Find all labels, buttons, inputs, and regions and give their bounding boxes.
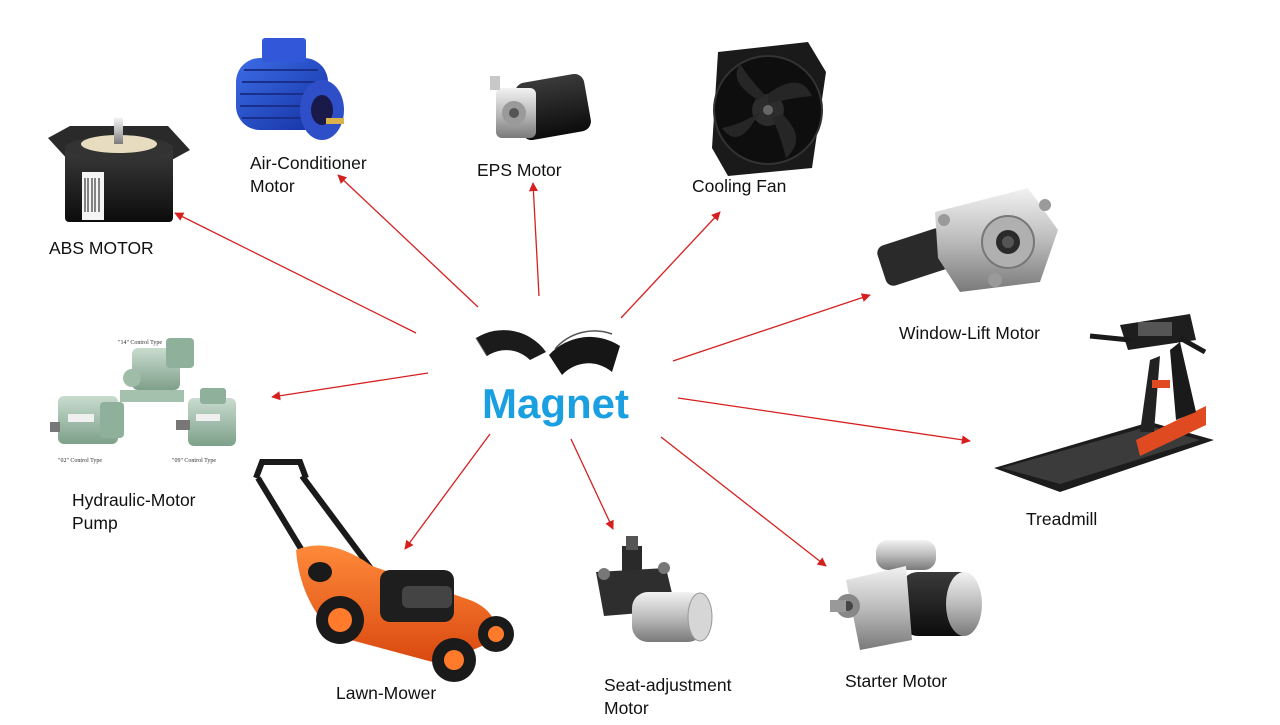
label-ac-motor: Air-Conditioner Motor (250, 152, 367, 198)
label-seat-adjustment-motor: Seat-adjustment Motor (604, 674, 731, 720)
label-line: Seat-adjustment (604, 675, 732, 695)
starter-motor-icon (830, 540, 982, 650)
label-lawn-mower: Lawn-Mower (336, 682, 436, 705)
magnet-segments-icon (475, 330, 620, 375)
label-line: EPS Motor (477, 160, 562, 180)
arrow-to-ac-motor (337, 174, 479, 308)
label-eps-motor: EPS Motor (477, 159, 562, 182)
label-starter-motor: Starter Motor (845, 670, 947, 693)
pump-caption-02: "02" Control Type (58, 458, 102, 464)
label-line: Lawn-Mower (336, 683, 437, 703)
label-line: Treadmill (1026, 509, 1098, 529)
pump-caption-14: "14" Control Type (118, 340, 162, 346)
eps-motor-icon (490, 73, 591, 141)
label-line: ABS MOTOR (49, 238, 154, 258)
pump-caption-09: "09" Control Type (172, 458, 216, 464)
abs-motor-icon (48, 118, 190, 222)
pump-unit-top (120, 338, 194, 402)
label-hydraulic-motor-pump: Hydraulic-Motor Pump (72, 489, 196, 535)
arrow-to-treadmill (677, 397, 971, 445)
label-cooling-fan: Cooling Fan (692, 175, 786, 198)
label-line: Motor (604, 698, 649, 718)
arrow-to-cooling-fan (620, 211, 721, 319)
lawn-mower-icon (253, 459, 514, 682)
arrow-to-starter-motor (660, 436, 827, 567)
arrow-to-abs-motor (174, 212, 417, 334)
pump-unit-right (176, 388, 236, 446)
arrow-to-hydraulic-pump (271, 372, 429, 401)
hydraulic-pump-icon: "14" Control Type "02" Control Type "09"… (50, 338, 236, 464)
seat-motor-icon (596, 536, 713, 642)
arrow-to-seat-motor (570, 438, 614, 530)
window-lift-motor-icon (877, 188, 1058, 292)
pump-unit-left (50, 396, 124, 444)
arrow-to-window-lift (672, 293, 871, 362)
arrows (174, 174, 971, 567)
ac-motor-icon (236, 38, 344, 140)
label-line: Cooling Fan (692, 176, 787, 196)
label-line: Starter Motor (845, 671, 948, 691)
label-line: Air-Conditioner (250, 153, 367, 173)
label-abs-motor: ABS MOTOR (49, 237, 154, 260)
label-line: Hydraulic-Motor (72, 490, 196, 510)
cooling-fan-icon (712, 42, 826, 176)
label-treadmill: Treadmill (1026, 508, 1097, 531)
label-window-lift-motor: Window-Lift Motor (899, 322, 1040, 345)
arrow-to-lawn-mower (404, 433, 491, 550)
arrow-to-eps-motor (528, 182, 540, 297)
treadmill-icon (994, 314, 1214, 492)
diagram-title-magnet: Magnet (482, 380, 629, 427)
label-line: Window-Lift Motor (899, 323, 1041, 343)
label-line: Pump (72, 513, 118, 533)
label-line: Motor (250, 176, 295, 196)
